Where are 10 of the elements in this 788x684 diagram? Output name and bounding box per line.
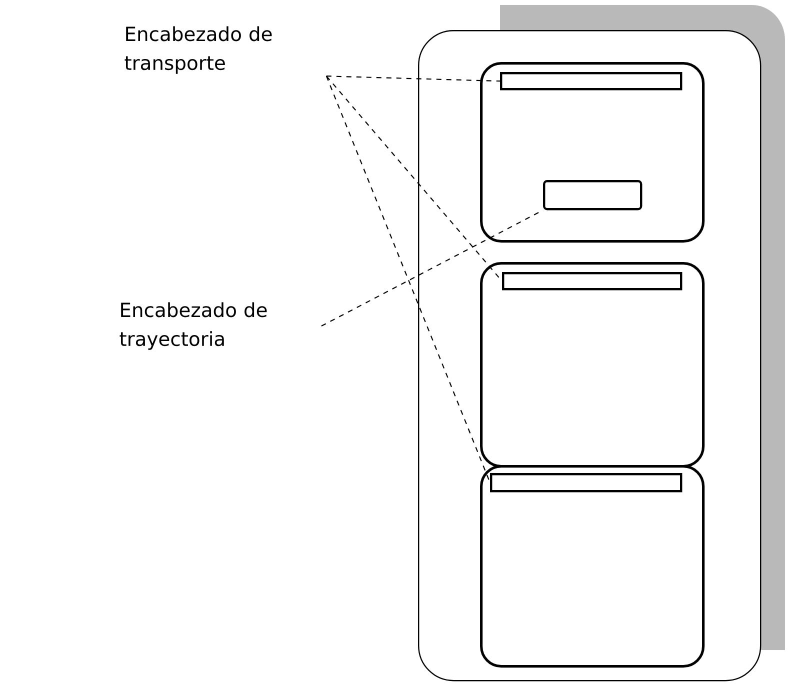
leader-line: [321, 210, 544, 327]
leader-line: [326, 76, 500, 82]
label-text: Encabezado de transporte: [124, 26, 272, 74]
header-bar: [502, 272, 682, 290]
header-bar: [490, 473, 682, 492]
frame-box: [480, 465, 705, 668]
frame-box: [480, 262, 705, 468]
frame-box: [543, 180, 642, 210]
label-text: Encabezado de trayectoria: [120, 302, 267, 350]
header-bar: [500, 72, 682, 90]
